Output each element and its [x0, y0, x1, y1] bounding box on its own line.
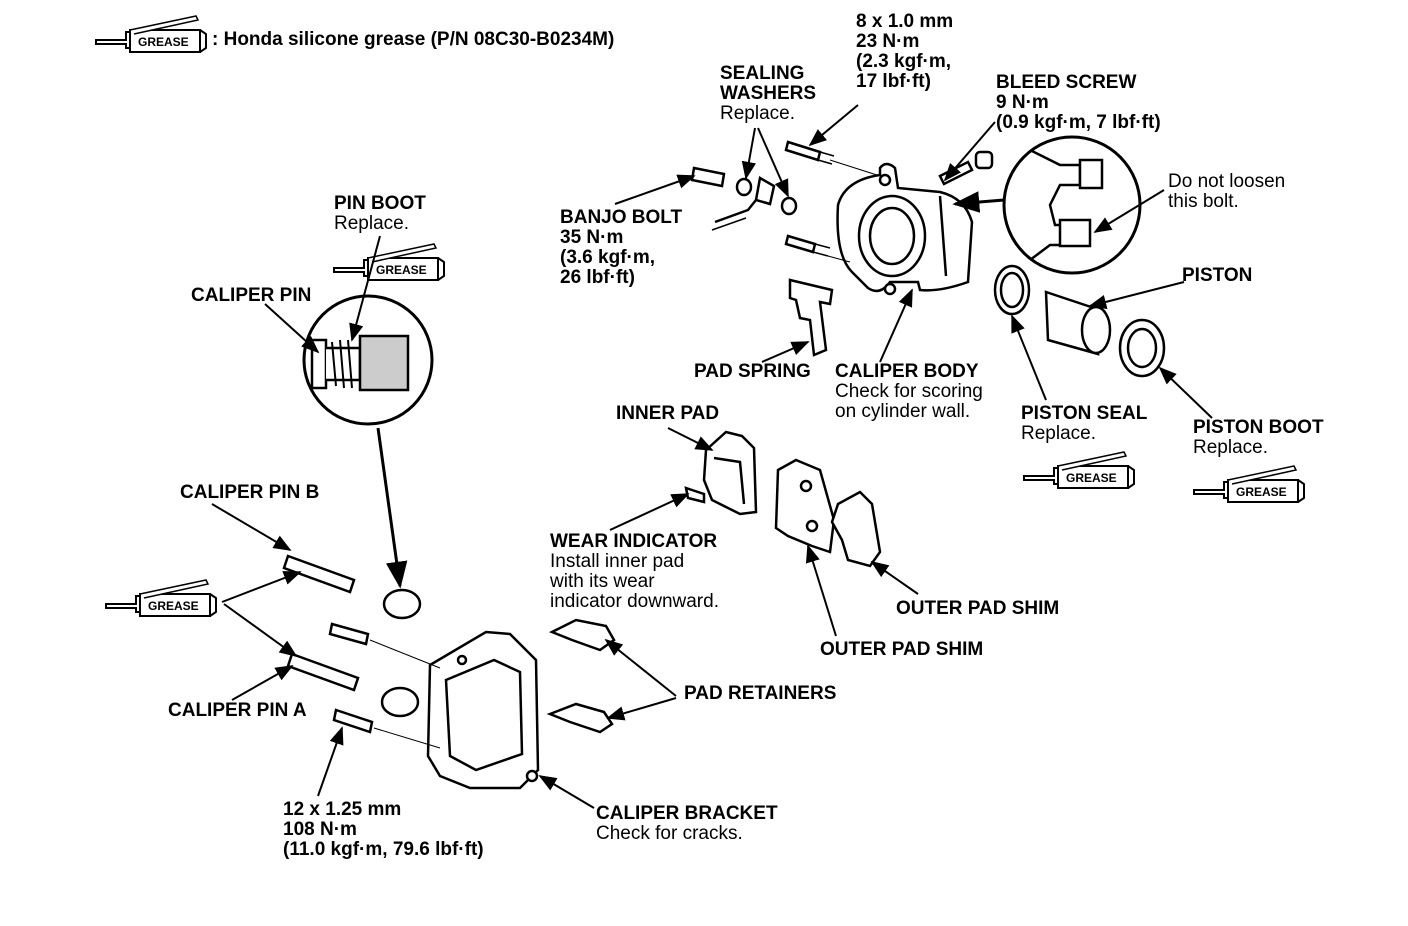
pin-boot-note: Replace. — [334, 213, 409, 234]
sealing-washers-note: Replace. — [720, 103, 795, 124]
label-caliper-pin-a: CALIPER PIN A — [168, 701, 307, 721]
piston-boot-grease-tube-icon: GREASE — [1193, 465, 1305, 503]
piston-boot-note: Replace. — [1193, 437, 1268, 458]
label-piston: PISTON — [1182, 266, 1252, 286]
caliper-pin-title: CALIPER PIN — [191, 285, 312, 306]
label-caliper-body: CALIPER BODY Check for scoring on cylind… — [835, 362, 983, 422]
caliper-pins-grease-tube-icon: GREASE — [105, 579, 217, 617]
pad-retainers-title: PAD RETAINERS — [684, 683, 837, 704]
banjo-bolt-l3: 26 lbf·ft) — [560, 267, 635, 288]
caliper-bracket-title: CALIPER BRACKET — [596, 803, 778, 824]
caliper-body-l2: on cylinder wall. — [835, 401, 971, 422]
label-caliper-pin: CALIPER PIN — [191, 286, 311, 306]
label-wear-indicator: WEAR INDICATOR Install inner pad with it… — [550, 532, 719, 612]
upper-bolt-spec-l4: 17 lbf·ft) — [856, 71, 931, 92]
pin-boot-grease-tube-icon: GREASE — [333, 243, 445, 281]
bleed-screw-l2: (0.9 kgf·m, 7 lbf·ft) — [996, 112, 1161, 133]
label-caliper-bracket: CALIPER BRACKET Check for cracks. — [596, 804, 778, 844]
label-pin-boot: PIN BOOT Replace. — [334, 194, 426, 234]
label-bracket-bolt-spec: 12 x 1.25 mm 108 N·m (11.0 kgf·m, 79.6 l… — [283, 800, 484, 860]
bleed-screw-title: BLEED SCREW — [996, 72, 1137, 93]
piston-boot-title: PISTON BOOT — [1193, 417, 1324, 438]
do-not-loosen-l1: Do not loosen — [1168, 171, 1286, 192]
label-piston-seal: PISTON SEAL Replace. — [1021, 404, 1147, 444]
banjo-bolt-l2: (3.6 kgf·m, — [560, 247, 656, 268]
caliper-pin-b-title: CALIPER PIN B — [180, 482, 320, 503]
banjo-bolt-title: BANJO BOLT — [560, 207, 683, 228]
sealing-washers-title2: WASHERS — [720, 83, 817, 104]
legend-grease-tag: GREASE — [138, 35, 189, 49]
label-sealing-washers: SEALING WASHERS Replace. — [720, 64, 816, 124]
legend-grease-tube-icon: GREASE — [95, 15, 207, 53]
pad-spring-title: PAD SPRING — [694, 361, 811, 382]
caliper-bracket-note: Check for cracks. — [596, 823, 743, 844]
label-inner-pad: INNER PAD — [616, 404, 719, 424]
upper-bolt-spec-l1: 8 x 1.0 mm — [856, 11, 954, 32]
piston-seal-title: PISTON SEAL — [1021, 403, 1148, 424]
bracket-bolt-spec-l2: 108 N·m — [283, 819, 357, 840]
label-piston-boot: PISTON BOOT Replace. — [1193, 418, 1324, 458]
bleed-screw-l1: 9 N·m — [996, 92, 1049, 113]
bracket-bolt-spec-l1: 12 x 1.25 mm — [283, 799, 402, 820]
leader-arrows — [211, 104, 1213, 809]
label-pad-spring: PAD SPRING — [694, 362, 811, 382]
upper-bolt-spec-l2: 23 N·m — [856, 31, 920, 52]
piston-seal-grease-tag: GREASE — [1066, 471, 1117, 485]
caliper-bracket-drawing — [282, 554, 540, 790]
bolt-detail-circle — [1002, 135, 1142, 275]
caliper-body-title: CALIPER BODY — [835, 361, 979, 382]
bracket-bolt-spec-l3: (11.0 kgf·m, 79.6 lbf·ft) — [283, 839, 484, 860]
pin-boot-grease-tag: GREASE — [376, 263, 427, 277]
inner-pad-title: INNER PAD — [616, 403, 720, 424]
sealing-washers-title: SEALING — [720, 63, 805, 84]
wear-indicator-l1: Install inner pad — [550, 551, 685, 572]
caliper-body-l1: Check for scoring — [835, 381, 983, 402]
outer-pad-shim-2-title: OUTER PAD SHIM — [820, 639, 984, 660]
label-caliper-pin-b: CALIPER PIN B — [180, 483, 319, 503]
wear-indicator-l2: with its wear — [550, 571, 655, 592]
caliper-pin-detail-circle — [302, 294, 434, 426]
label-banjo-bolt: BANJO BOLT 35 N·m (3.6 kgf·m, 26 lbf·ft) — [560, 208, 682, 288]
piston-boot-grease-tag: GREASE — [1236, 485, 1287, 499]
label-bleed-screw: BLEED SCREW 9 N·m (0.9 kgf·m, 7 lbf·ft) — [996, 73, 1161, 133]
upper-bolt-spec-l3: (2.3 kgf·m, — [856, 51, 952, 72]
caliper-pin-a-title: CALIPER PIN A — [168, 700, 307, 721]
pin-boot-title: PIN BOOT — [334, 193, 426, 214]
grease-legend-text: : Honda silicone grease (P/N 08C30-B0234… — [212, 29, 615, 50]
piston-seal-grease-tube-icon: GREASE — [1023, 451, 1135, 489]
pads-drawing — [546, 430, 882, 734]
label-do-not-loosen: Do not loosen this bolt. — [1168, 172, 1285, 212]
label-outer-pad-shim-2: OUTER PAD SHIM — [820, 640, 983, 660]
wear-indicator-l3: indicator downward. — [550, 591, 719, 612]
label-pad-retainers: PAD RETAINERS — [684, 684, 836, 704]
label-upper-bolt-spec: 8 x 1.0 mm 23 N·m (2.3 kgf·m, 17 lbf·ft) — [856, 12, 953, 92]
label-outer-pad-shim-1: OUTER PAD SHIM — [896, 599, 1059, 619]
caliper-pins-grease-tag: GREASE — [148, 599, 199, 613]
outer-pad-shim-1-title: OUTER PAD SHIM — [896, 598, 1060, 619]
piston-seal-note: Replace. — [1021, 423, 1096, 444]
wear-indicator-title: WEAR INDICATOR — [550, 531, 718, 552]
piston-title: PISTON — [1182, 265, 1253, 286]
banjo-bolt-l1: 35 N·m — [560, 227, 624, 248]
do-not-loosen-l2: this bolt. — [1168, 191, 1239, 212]
